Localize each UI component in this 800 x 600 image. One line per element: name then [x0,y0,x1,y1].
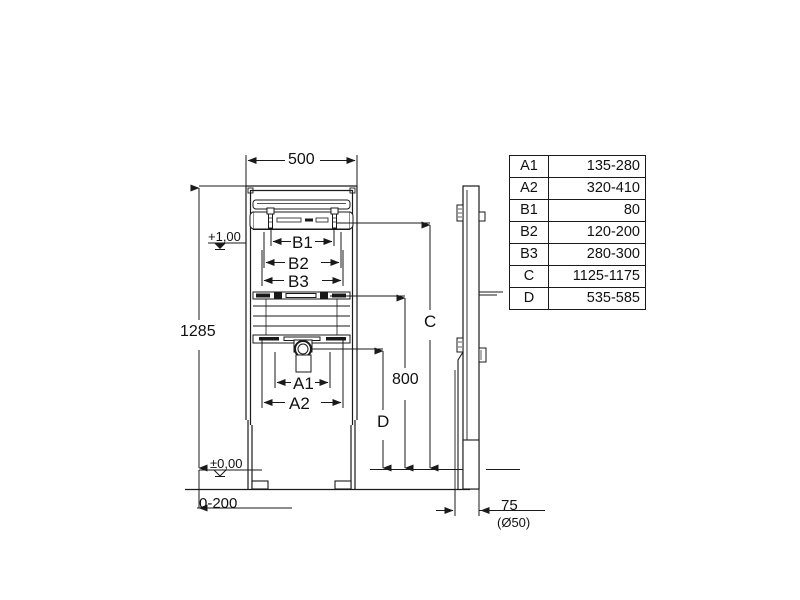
dim-floor-0-200 [197,470,292,512]
label-diameter-50: (Ø50) [497,515,531,530]
upper-slot-bar [276,217,329,223]
table-cell-value: 120-200 [548,221,646,244]
table-cell-key: B1 [509,199,549,222]
table-cell-value: 135-280 [548,155,646,178]
table-cell-key: B2 [509,221,549,244]
dim-a2 [261,340,344,408]
interior-stiffeners [253,299,350,340]
label-a1: A1 [293,374,314,393]
label-level-lower: ±0,00 [210,456,243,471]
label-800: 800 [392,371,419,388]
label-b1: B1 [292,233,313,252]
table-cell-key: A2 [509,177,549,200]
dim-b3 [261,250,344,286]
level-symbol-lower [213,469,227,477]
table-row: C 1125-1175 [509,265,646,288]
table-row: B2 120-200 [509,221,646,244]
label-height-1285: 1285 [180,323,216,340]
front-view-upper-assembly [249,199,354,230]
dim-b2 [263,232,342,268]
dim-depth-75 [436,489,545,516]
dimension-table-body: A1 135-280 A2 320-410 B1 80 B2 120-200 B… [509,155,646,310]
table-row: B1 80 [509,199,646,222]
label-a2: A2 [289,394,310,413]
dim-b1 [270,228,335,246]
dimension-table: A1 135-280 A2 320-410 B1 80 B2 120-200 B… [509,155,646,310]
table-cell-key: D [509,287,549,310]
label-width-500: 500 [288,151,315,168]
label-level-upper: +1,00 [208,229,241,244]
label-depth-75: 75 [501,497,518,514]
label-b2: B2 [288,254,309,273]
dim-width-500 [245,155,358,186]
label-floor-0-200: 0-200 [199,495,238,512]
table-row: B3 280-300 [509,243,646,266]
label-d: D [377,412,390,431]
front-view-legs [247,420,356,490]
table-cell-key: C [509,265,549,288]
table-row: D 535-585 [509,287,646,310]
table-cell-key: B3 [509,243,549,266]
front-view-frame [245,185,358,425]
label-c: C [424,312,437,331]
table-cell-value: 1125-1175 [548,265,646,288]
leader-lines [311,222,430,350]
table-row: A2 320-410 [509,177,646,200]
side-view [440,185,520,490]
label-b3: B3 [288,272,309,291]
table-cell-key: A1 [509,155,549,178]
dim-a1 [274,352,331,388]
drain-connector-assembly [252,334,351,373]
table-cell-value: 320-410 [548,177,646,200]
table-row: A1 135-280 [509,155,646,178]
table-cell-value: 280-300 [548,243,646,266]
table-cell-value: 535-585 [548,287,646,310]
level-symbol-upper [208,242,246,250]
table-cell-value: 80 [548,199,646,222]
